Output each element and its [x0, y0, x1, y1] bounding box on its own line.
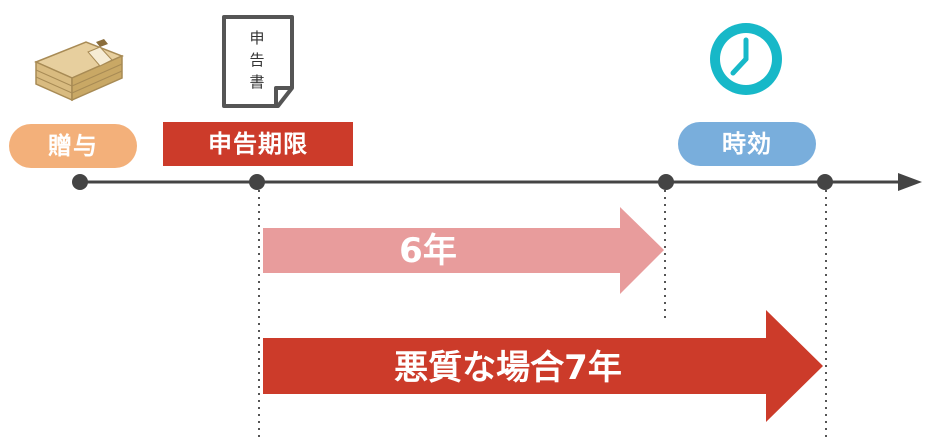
arrow-7-years [263, 310, 823, 422]
arrow-label-7-years: 悪質な場合7年 [394, 348, 622, 388]
label-filing-deadline: 申告期限 [163, 122, 353, 166]
money-stack-icon [34, 39, 124, 102]
timeline-point-gift [72, 174, 88, 190]
timeline-point-deadline [249, 174, 265, 190]
clock-icon [710, 23, 782, 95]
arrow-6-years [263, 207, 664, 294]
tax-return-document-icon [222, 15, 294, 108]
timeline-point-6-years [658, 174, 674, 190]
label-statute-of-limitations: 時効 [678, 122, 816, 166]
label-gift: 贈与 [9, 124, 137, 168]
timeline-arrowhead [898, 173, 922, 191]
arrow-label-6-years: 6年 [399, 231, 457, 271]
document-icon-char-1: 申 [249, 29, 265, 47]
timeline-point-7-years [817, 174, 833, 190]
document-icon-char-2: 告 [249, 51, 265, 69]
document-icon-char-3: 書 [249, 73, 265, 91]
